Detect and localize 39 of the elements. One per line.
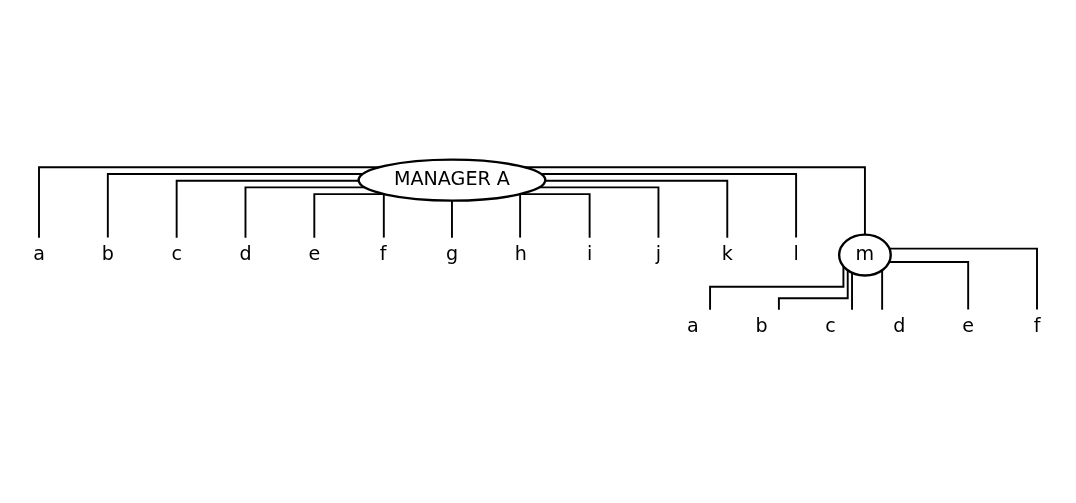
node-text: k — [721, 241, 733, 265]
node-ellipse: m — [837, 232, 892, 277]
connector — [451, 199, 453, 239]
node-text: j — [655, 241, 662, 265]
connector — [777, 268, 849, 311]
connector — [313, 192, 386, 239]
node-text: i — [586, 241, 593, 265]
connector — [888, 247, 1038, 311]
connector — [523, 165, 866, 236]
node-text: e — [962, 313, 975, 337]
node-text: l — [793, 241, 799, 265]
node-text: f — [379, 241, 387, 265]
connector — [538, 185, 660, 239]
connector — [38, 165, 381, 239]
node-text: c — [825, 313, 836, 337]
connector — [709, 265, 845, 311]
node-text: e — [308, 241, 321, 265]
node-text: b — [101, 241, 114, 265]
connector — [106, 172, 364, 238]
connector — [851, 271, 853, 311]
node-text: a — [687, 313, 699, 337]
connector — [518, 192, 591, 239]
node-text: b — [755, 313, 768, 337]
connector — [881, 268, 884, 311]
node-text: d — [239, 241, 252, 265]
node-text: c — [171, 241, 182, 265]
connector — [888, 260, 970, 310]
node-ellipse: MANAGER A — [357, 157, 547, 202]
connector — [519, 192, 522, 239]
node-text: f — [1033, 313, 1041, 337]
node-text: d — [893, 313, 906, 337]
node-text: g — [445, 241, 459, 265]
connector — [175, 179, 360, 239]
node-text: h — [514, 241, 527, 265]
connector — [244, 185, 366, 239]
node-text: a — [33, 241, 45, 265]
connector — [382, 192, 385, 239]
connector — [540, 172, 798, 238]
connector — [544, 179, 729, 239]
